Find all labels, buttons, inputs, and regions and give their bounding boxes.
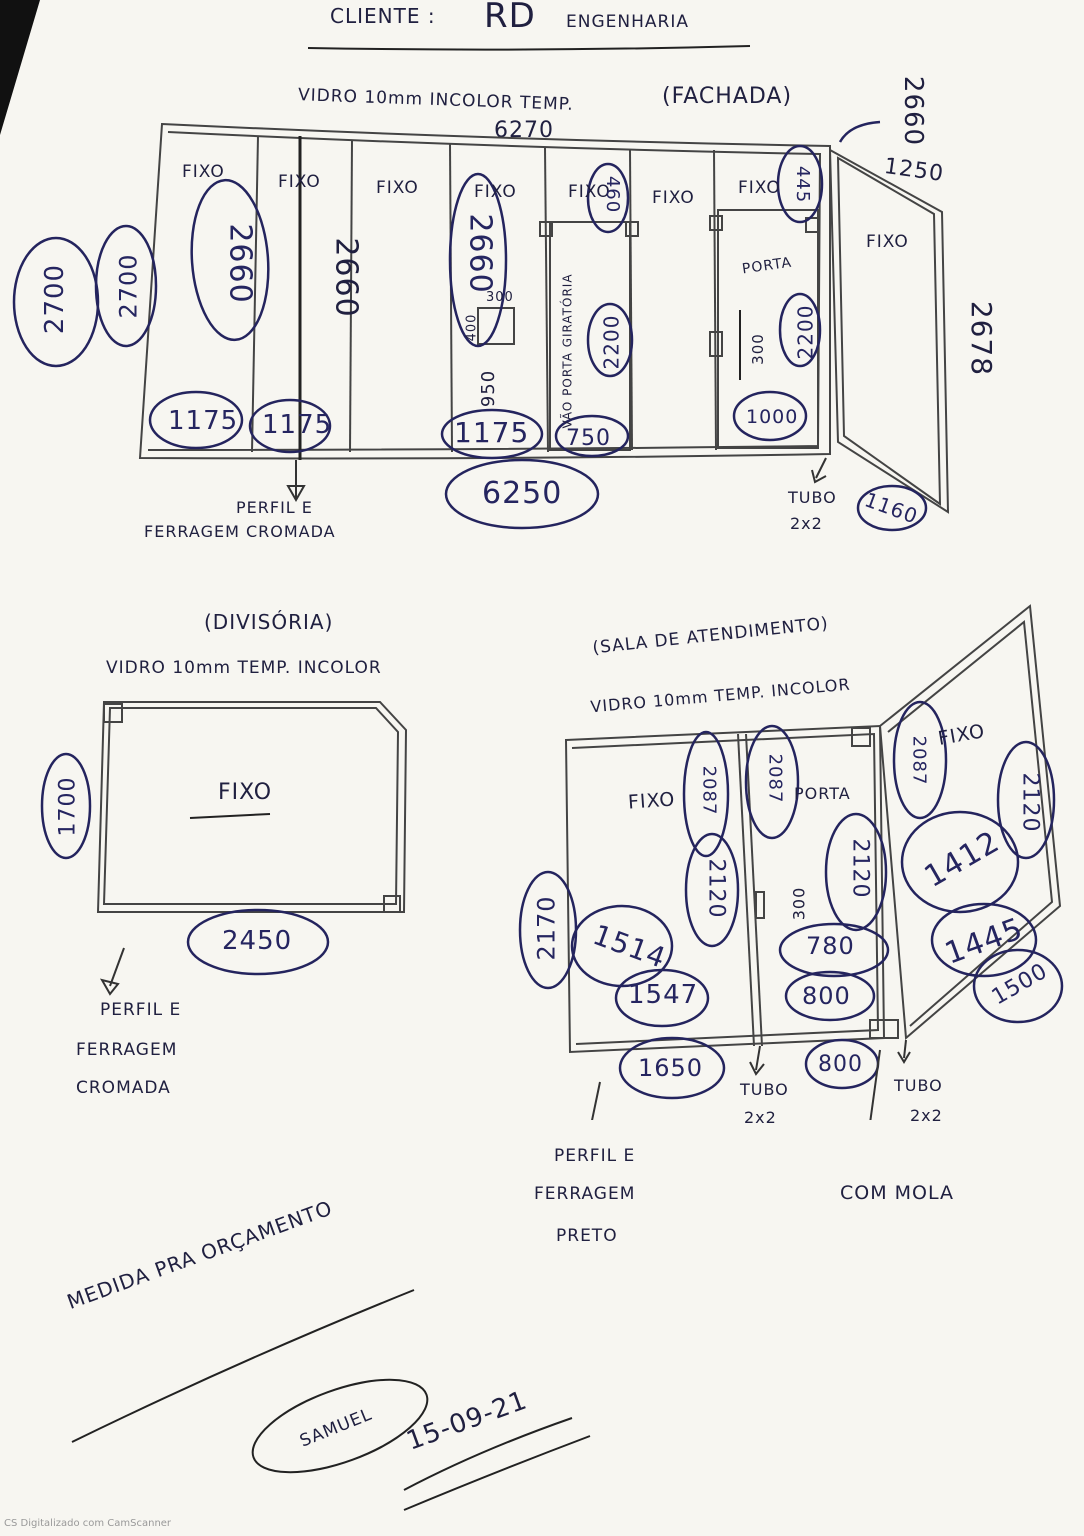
fachada-panel-2-label: FIXO [278, 172, 321, 192]
scan-watermark: CS Digitalizado com CamScanner [4, 1518, 172, 1529]
fachada-panel-2-height: 2660 [328, 237, 364, 318]
divisoria-finish-note-2: FERRAGEM [76, 1040, 178, 1060]
sala-left-width-bottom: 1650 [638, 1054, 704, 1082]
fachada-panel-6-label: FIXO [652, 188, 695, 208]
sala-door-width-a: 780 [806, 932, 855, 960]
fachada-tube-label: TUBO [788, 488, 837, 507]
fachada-panel-4-label: FIXO [474, 182, 517, 202]
fachada-panel-7-top-height: 445 [792, 165, 814, 204]
footer-strokes [71, 1289, 591, 1511]
fachada-panel-4-width: 1175 [454, 416, 530, 449]
fachada-finish-note-1: PERFIL E [236, 498, 313, 517]
fachada-finish-note-2: FERRAGEM CROMADA [144, 522, 336, 541]
fachada-panel-2-width: 1175 [262, 410, 333, 440]
sala-tube-left-size: 2x2 [744, 1108, 777, 1127]
divisoria-section-label: (DIVISÓRIA) [204, 610, 334, 634]
sala-left-label: FIXO [627, 788, 677, 814]
fachada-panel-1-height: 2660 [222, 223, 258, 304]
fachada-panel-4-height: 2660 [462, 213, 498, 294]
fachada-panel-7-label: FIXO [738, 178, 781, 198]
fachada-height-left-inner: 2700 [114, 253, 143, 319]
sala-door-height-b: 2120 [847, 838, 873, 899]
divisoria-finish-note-1: PERFIL E [100, 1000, 182, 1020]
fachada-side-height-right: 2678 [965, 300, 999, 377]
sala-spring-note: COM MOLA [840, 1182, 955, 1204]
fachada-panel-5-door-label: VÃO PORTA GIRATÓRIA [560, 273, 575, 429]
fachada-panel-7-handle: 300 [748, 333, 767, 365]
fachada-panel-1-label: FIXO [182, 162, 225, 182]
fachada-height-left-outer: 2700 [40, 263, 71, 335]
sala-door-handle: 300 [789, 886, 809, 921]
fachada-side-height-top: 2660 [898, 75, 929, 147]
fachada-panel-7-door-height: 2200 [793, 304, 818, 360]
fachada-panel-7-width: 1000 [746, 406, 799, 428]
sala-drawing [518, 604, 1064, 1120]
sala-door-width-bottom: 800 [818, 1052, 863, 1077]
sala-right-height-a: 2087 [908, 735, 930, 786]
divisoria-finish-note-3: CROMADA [76, 1078, 171, 1098]
client-label: CLIENTE : [330, 4, 436, 28]
sala-finish-note-2: FERRAGEM [534, 1184, 636, 1204]
fachada-tube-size: 2x2 [790, 514, 823, 533]
fachada-section-label: (FACHADA) [662, 84, 793, 109]
paper-shadow-corner [0, 0, 40, 135]
sala-left-height-outer: 2170 [532, 895, 561, 961]
sala-tube-right-size: 2x2 [910, 1106, 943, 1125]
sala-finish-note-3: PRETO [556, 1226, 618, 1246]
sala-left-height-a: 2087 [698, 765, 720, 816]
divisoria-width: 2450 [222, 926, 293, 956]
sala-left-height-b: 2120 [703, 858, 729, 919]
fachada-panel-5-width: 750 [566, 426, 611, 451]
client-suffix: ENGENHARIA [566, 12, 689, 32]
fachada-panel-4-opening-height: 400 [464, 313, 480, 342]
fachada-panel-4-opening-width: 300 [486, 290, 514, 305]
fachada-panel-5-label: FIXO [568, 182, 611, 202]
sala-door-width-b: 800 [802, 982, 851, 1010]
fachada-drawing [12, 120, 950, 532]
sala-tube-right-label: TUBO [894, 1076, 943, 1095]
fachada-panel-4-sill: 950 [478, 369, 500, 408]
sala-door-height-a: 2087 [764, 753, 786, 804]
sala-door-label: PORTA [794, 784, 851, 803]
divisoria-glass-spec: VIDRO 10mm TEMP. INCOLOR [106, 658, 382, 678]
fachada-panel-5-door-height: 2200 [599, 314, 624, 370]
fachada-panel-5-top-height: 460 [602, 175, 624, 214]
fachada-total-bottom: 6250 [482, 476, 563, 511]
client-name: RD [484, 0, 536, 36]
sala-left-width-b: 1547 [628, 980, 699, 1010]
fachada-panel-3-label: FIXO [376, 178, 419, 198]
divisoria-drawing [40, 701, 408, 996]
fachada-panel-1-width: 1175 [168, 406, 239, 436]
sala-finish-note-1: PERFIL E [554, 1146, 636, 1166]
divisoria-panel-label: FIXO [218, 780, 273, 805]
sala-tube-left-label: TUBO [740, 1080, 789, 1099]
sala-right-height-b: 2120 [1017, 772, 1043, 833]
fachada-side-label: FIXO [866, 232, 909, 252]
header-underline [307, 45, 751, 51]
